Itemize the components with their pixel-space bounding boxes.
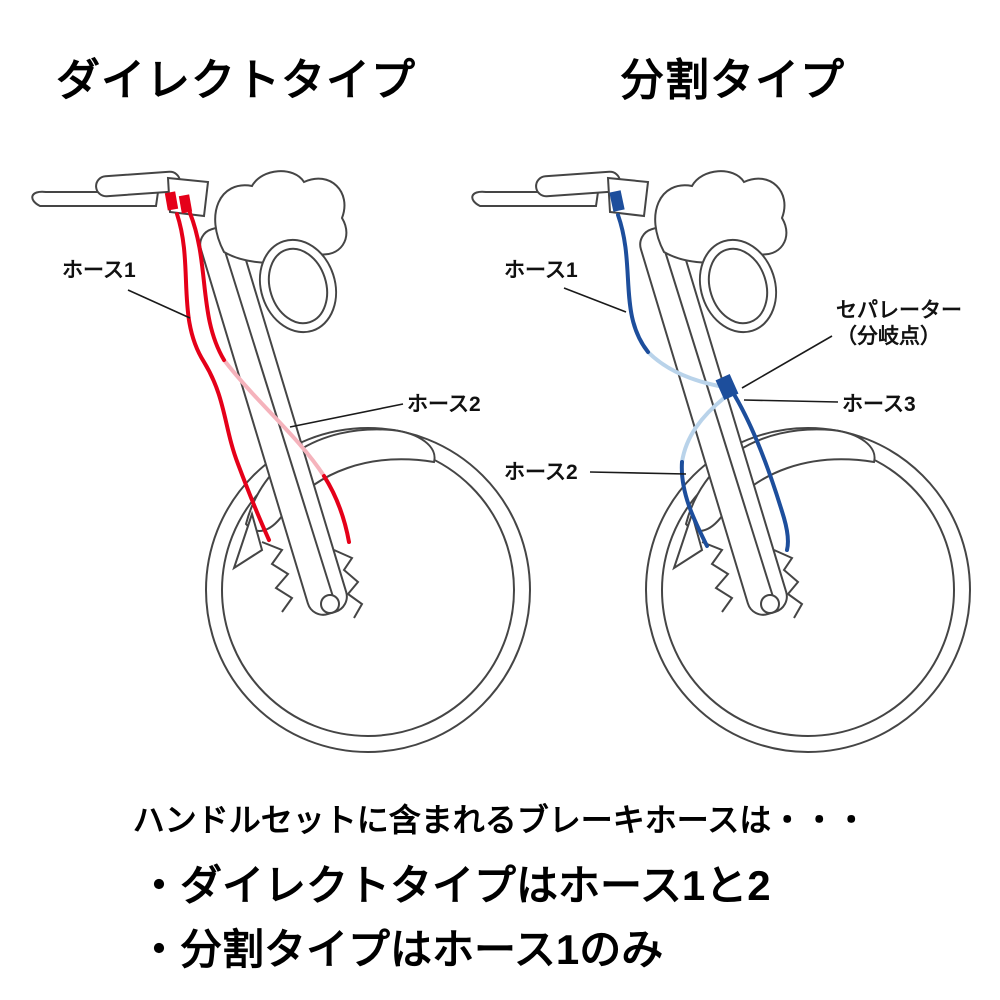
split-hose2-behind-fork [680,396,726,464]
direct-hose-fittings [164,191,193,214]
split-hoses-behind-fork [646,350,726,464]
direct-hose1-leader-line [127,289,191,319]
split-hose3-path [733,394,790,552]
direct-hose2-leader-line [289,403,404,428]
split-hose1-leader-line [563,287,627,313]
separator-leader-line [741,335,833,389]
split-hose-fittings [609,190,739,400]
direct-hose2-upper-path [188,211,226,362]
split-hose3-label: ホース3 [842,393,916,416]
split-hose3-leader-line [743,399,839,403]
direct-banjo-fitting-2 [178,194,193,214]
heading-split-type: 分割タイプ [620,56,845,105]
split-banjo-fitting [609,190,625,212]
split-hose1-path [616,213,650,354]
separator-block [715,374,739,400]
direct-hose2-behind-fork [222,358,326,478]
split-hoses [616,213,790,552]
split-hose1-behind-fork [646,350,726,389]
direct-hose1-path [175,212,271,542]
direct-hose2-label: ホース2 [407,393,481,416]
split-hose1-label: ホース1 [504,259,578,282]
split-hose2-label: ホース2 [504,461,578,484]
direct-hose2-lower-path [322,474,351,544]
direct-banjo-fitting-1 [164,191,179,211]
heading-direct-type: ダイレクトタイプ [56,56,416,105]
separator-label-line1: セパレーター [836,299,962,322]
separator-label-line2: （分岐点） [836,325,941,349]
footer-bullet-direct: ・ダイレクトタイプはホース1と2 [138,862,771,909]
leader-lines [127,287,839,475]
direct-hose1-label: ホース1 [62,259,136,282]
split-hose2-path [679,460,709,548]
split-hose2-leader-line [589,471,687,475]
footer-bullet-split: ・分割タイプはホース1のみ [138,926,664,973]
footer-intro-text: ハンドルセットに含まれるブレーキホースは・・・ [132,802,868,838]
separator-label: セパレーター （分岐点） [836,298,962,351]
direct-hoses [175,211,351,544]
